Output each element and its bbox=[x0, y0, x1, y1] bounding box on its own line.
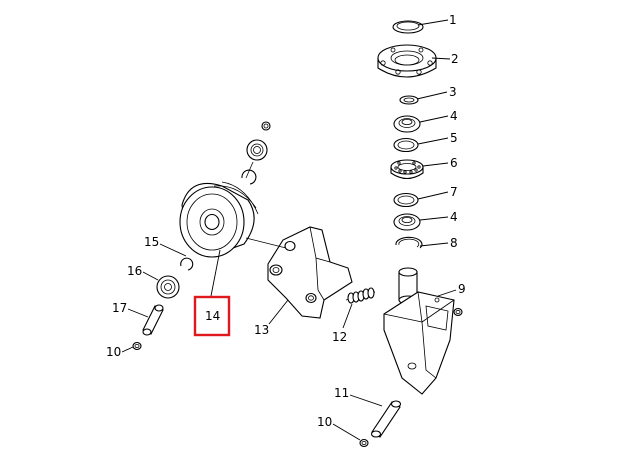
part-7-ring bbox=[393, 192, 419, 208]
callout-4b: 4 bbox=[450, 210, 458, 224]
part-4-bearing-lower bbox=[393, 213, 421, 231]
part-5-ring bbox=[393, 137, 419, 153]
callout-11: 11 bbox=[334, 386, 349, 400]
part-11-axle-pin bbox=[370, 400, 402, 438]
callout-3: 3 bbox=[449, 85, 457, 99]
callout-labels: 1 2 3 4 5 6 7 4 8 9 15 16 17 10 14 13 12… bbox=[106, 13, 466, 429]
callout-17: 17 bbox=[112, 301, 127, 315]
part-6-thrust-bearing bbox=[390, 159, 424, 180]
callout-2: 2 bbox=[451, 52, 459, 66]
leader-lines bbox=[121, 19, 457, 441]
part-1-cap bbox=[392, 20, 424, 34]
part-12-spring bbox=[345, 287, 376, 304]
part-15-clip bbox=[180, 257, 194, 271]
part-washer-upper-left bbox=[261, 121, 271, 131]
callout-7: 7 bbox=[450, 185, 458, 199]
part-3-washer bbox=[399, 95, 419, 105]
assembly-axis-lines bbox=[245, 161, 287, 249]
part-2-top-plate bbox=[377, 44, 437, 78]
callout-4a: 4 bbox=[450, 109, 458, 123]
part-4-bearing-upper bbox=[393, 115, 421, 133]
callout-8: 8 bbox=[450, 236, 458, 250]
part-10-washer-lower bbox=[359, 438, 369, 448]
callout-16: 16 bbox=[127, 264, 142, 278]
part-10-washer-upper bbox=[132, 341, 142, 351]
part-bearing-upper-left bbox=[246, 139, 268, 161]
part-clip-upper-left bbox=[241, 169, 257, 185]
callout-13: 13 bbox=[254, 323, 269, 337]
callout-5: 5 bbox=[450, 131, 458, 145]
callout-12: 12 bbox=[332, 330, 347, 344]
part-16-bearing bbox=[156, 275, 180, 299]
highlight-box-14 bbox=[193, 295, 231, 337]
callout-14: 14 bbox=[205, 309, 220, 323]
part-14-wheel bbox=[179, 181, 259, 258]
part-17-pin bbox=[142, 304, 164, 336]
part-8-snap-ring bbox=[395, 236, 423, 249]
part-9-washer bbox=[453, 307, 463, 317]
callout-9: 9 bbox=[458, 282, 466, 296]
callout-1: 1 bbox=[449, 13, 457, 27]
callout-10a: 10 bbox=[106, 345, 121, 359]
part-13-bracket bbox=[267, 226, 353, 319]
callout-6: 6 bbox=[450, 156, 458, 170]
callout-10b: 10 bbox=[317, 415, 332, 429]
callout-15: 15 bbox=[144, 235, 159, 249]
part-9-fork-housing bbox=[383, 267, 455, 395]
